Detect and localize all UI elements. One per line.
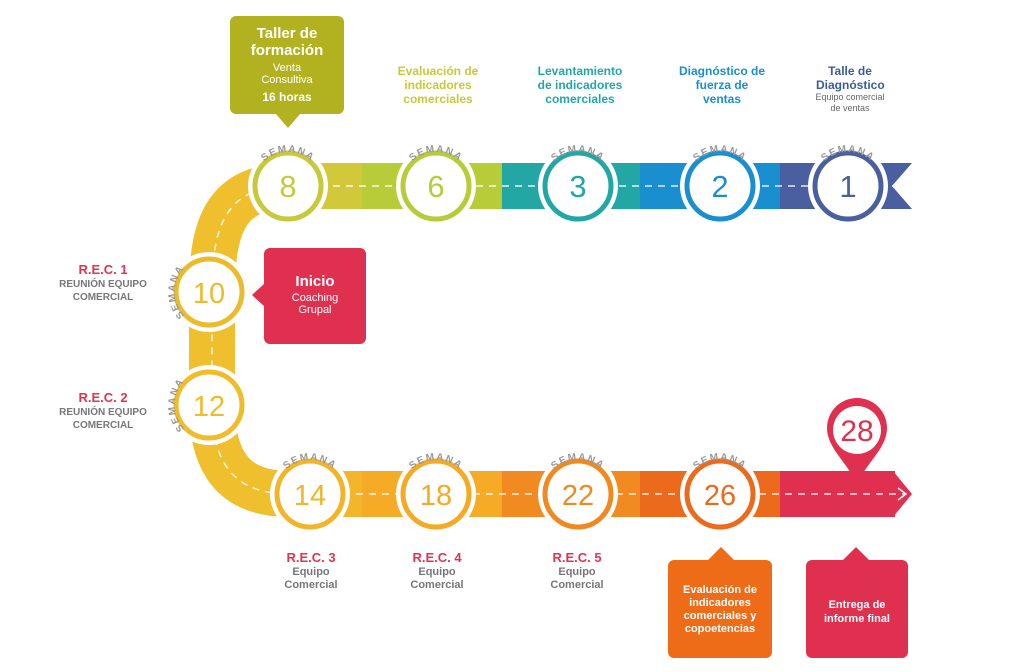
evaluation-callout: Evaluación de indicadores comerciales y … <box>668 560 772 658</box>
rec-5: R.E.C. 5 Equipo Comercial <box>536 550 618 592</box>
rec-2-title: R.E.C. 2 <box>78 390 128 405</box>
rec-3-title: R.E.C. 3 <box>286 550 336 565</box>
week-badge-ring <box>400 458 472 530</box>
week-number: 18 <box>420 480 452 512</box>
label-week-3: Levantamiento de indicadores comerciales <box>530 64 630 106</box>
final-marker-pin: 28 <box>827 398 887 484</box>
week-number: 8 <box>279 169 296 204</box>
rec-2-subtitle: REUNIÓN EQUIPO COMERCIAL <box>59 407 147 431</box>
rec-2: R.E.C. 2 REUNIÓN EQUIPO COMERCIAL <box>48 390 158 432</box>
label-week-6: Evaluación de indicadores comerciales <box>388 64 488 106</box>
week-number: 22 <box>562 480 594 512</box>
rec-1: R.E.C. 1 REUNIÓN EQUIPO COMERCIAL <box>48 262 158 304</box>
week-badge-ring <box>542 458 614 530</box>
week-badge-ring <box>252 150 324 222</box>
semana-label: SEMANA <box>167 263 187 320</box>
rec-5-title: R.E.C. 5 <box>552 550 602 565</box>
label-week-1: Talle de Diagnóstico Equipo comercial de… <box>804 64 896 114</box>
week-badges: 8SEMANA6SEMANA3SEMANA2SEMANA1SEMANA10SEM… <box>167 144 888 534</box>
semana-label: SEMANA <box>167 376 187 433</box>
rec-4: R.E.C. 4 Equipo Comercial <box>396 550 478 592</box>
final-week-number: 28 <box>840 415 873 448</box>
final-report-callout-title: Entrega de informe final <box>823 599 890 625</box>
evaluation-callout-title: Evaluación de indicadores comerciales y … <box>683 584 757 635</box>
week-badge-ring <box>274 458 346 530</box>
training-callout: Taller de formación Venta Consultiva 16 … <box>230 16 344 114</box>
week-number: 2 <box>711 169 728 204</box>
rec-1-title: R.E.C. 1 <box>78 262 128 277</box>
week-badge-ring <box>812 150 884 222</box>
week-badge-ring <box>684 458 756 530</box>
entrega-callout-pointer <box>843 547 869 560</box>
label-week-2-title: Diagnóstico de fuerza de ventas <box>678 64 765 106</box>
week-number: 14 <box>294 480 326 512</box>
week-badge-ring <box>542 150 614 222</box>
rec-4-title: R.E.C. 4 <box>412 550 462 565</box>
label-week-1-subtitle: Equipo comercial de ventas <box>815 92 885 113</box>
eval-callout-pointer <box>708 547 734 560</box>
week-badge-12: 12 SEMANA <box>167 365 249 445</box>
training-callout-subtitle: Venta Consultiva <box>261 62 313 86</box>
top-callout-pointer <box>276 114 300 128</box>
week-number: 26 <box>704 480 736 512</box>
inicio-callout-title: Inicio <box>295 273 335 290</box>
training-callout-hours: 16 horas <box>262 90 312 104</box>
label-week-1-title: Talle de Diagnóstico <box>816 64 885 92</box>
road-end-arrow <box>897 487 908 501</box>
week-number: 3 <box>569 169 586 204</box>
label-week-6-title: Evaluación de indicadores comerciales <box>397 64 479 106</box>
rec-3-subtitle: Equipo Comercial <box>284 566 338 591</box>
week-badge-ring <box>173 369 245 441</box>
final-report-callout: Entrega de informe final <box>806 560 908 658</box>
week-badge-ring <box>173 256 245 328</box>
week-badge-10: 10 SEMANA <box>167 252 249 332</box>
inicio-callout: Inicio Coaching Grupal <box>264 248 366 344</box>
rec-5-subtitle: Equipo Comercial <box>550 566 604 591</box>
week-number: 10 <box>193 278 225 310</box>
inicio-pointer <box>252 283 265 307</box>
final-marker-inner <box>833 406 881 454</box>
label-week-2: Diagnóstico de fuerza de ventas <box>678 64 766 106</box>
week-badge-ring <box>684 150 756 222</box>
week-number: 12 <box>193 391 225 423</box>
training-callout-title: Taller de formación <box>250 25 324 59</box>
week-number: 6 <box>427 169 444 204</box>
rec-3: R.E.C. 3 Equipo Comercial <box>270 550 352 592</box>
rec-4-subtitle: Equipo Comercial <box>410 566 464 591</box>
rec-1-subtitle: REUNIÓN EQUIPO COMERCIAL <box>59 279 147 303</box>
week-number: 1 <box>839 169 856 204</box>
week-badge-ring <box>400 150 472 222</box>
inicio-callout-subtitle: Coaching Grupal <box>291 292 339 316</box>
label-week-3-title: Levantamiento de indicadores comerciales <box>537 64 623 106</box>
